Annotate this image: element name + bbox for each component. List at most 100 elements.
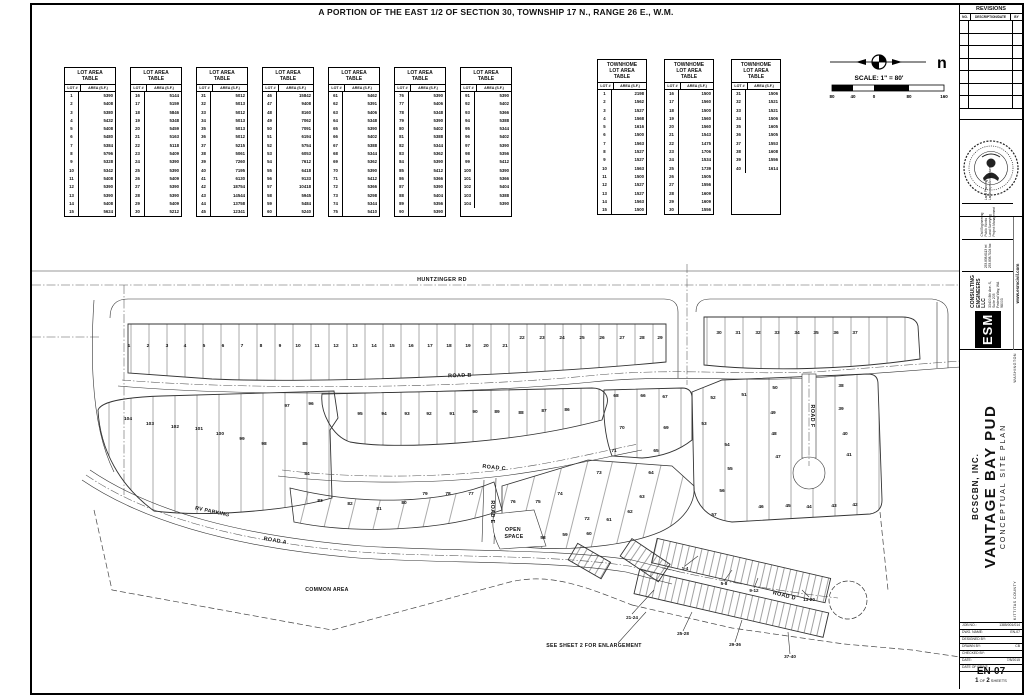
lot-table-header: LOT # AREA (S.F.)	[395, 85, 445, 92]
area-col-header: AREA (S.F.)	[352, 86, 372, 90]
lot-number-cell: 80	[395, 125, 409, 134]
lot-number-cell: 87	[395, 183, 409, 192]
townhome-table-row: 39 1556	[732, 156, 780, 165]
lot-table-row: 60 5240	[263, 208, 313, 217]
lot-number: 54	[724, 442, 730, 448]
lot-area-cell: 1560	[701, 124, 711, 130]
lot-table-row: 4 5432	[65, 116, 115, 126]
lot-table-row: 64 5348	[329, 116, 379, 126]
lot-table-row: 89 5356	[395, 199, 445, 209]
lot-area-cell: 5624	[103, 209, 113, 215]
lot-number: 56	[719, 488, 725, 494]
lot-area-cell: 5408	[103, 175, 113, 181]
townhome-table-row: 11 1500	[598, 172, 646, 182]
lot-number: 17	[427, 343, 433, 349]
lot-area-cell: 1521	[768, 107, 778, 113]
road-f	[792, 373, 826, 490]
lot-area-cell: 1560	[701, 99, 711, 105]
state-label: WASHINGTON	[1013, 353, 1017, 383]
lot-number-cell: 48	[263, 108, 277, 117]
lot-area-cell: 1605	[768, 124, 778, 130]
lot-number: 3	[166, 343, 169, 349]
lot-table-row: 75 5410	[329, 208, 379, 217]
lot-number: 22	[519, 335, 525, 341]
lot-number-cell: 93	[461, 108, 475, 117]
lot-table-row: 92 5402	[461, 100, 511, 109]
lot-area-cell: 5390	[169, 192, 179, 198]
lot-number-cell: 6	[598, 131, 612, 140]
lot-area-cell: 1616	[634, 124, 644, 130]
lot-number-cell: 16	[665, 90, 679, 99]
area-col-header: AREA (S.F.)	[484, 86, 504, 90]
lot-number-cell: 32	[732, 98, 746, 107]
lot-area-cell: 7091	[301, 126, 311, 132]
lot-number: 10	[295, 343, 301, 349]
lot-number: 33	[774, 330, 780, 336]
lot-number: 101	[195, 426, 203, 432]
lot-number: 6	[222, 343, 225, 349]
lot-area-cell: 5391	[367, 101, 377, 107]
lot-area-cell: 1609	[701, 190, 711, 196]
lot-number-cell: 37	[732, 139, 746, 149]
lot-area-cell: 5390	[103, 93, 113, 98]
lot-table-body: 76 5390 77 5406 78 5348	[395, 92, 445, 217]
townhome-range-callout: 29-36	[729, 642, 741, 647]
lot-number-cell: 11	[65, 174, 79, 184]
lot-number-cell: 57	[263, 183, 277, 192]
lot-number-cell: 45	[197, 208, 211, 217]
lot-table-row: 27 5390	[131, 183, 181, 192]
lot-number: 39	[838, 406, 844, 412]
townhome-table-row: 29 1609	[665, 197, 713, 207]
lot-table-row: 85 5412	[395, 166, 445, 175]
townhome-table-row: 37 1553	[732, 139, 780, 149]
lot-table-row: 46 15842	[263, 92, 313, 101]
lot-number-cell: 14	[598, 197, 612, 207]
lot-number-cell: 19	[131, 116, 145, 126]
lot-number-cell: 75	[329, 208, 343, 217]
road-c	[277, 443, 643, 483]
lot-table-row: 82 5344	[395, 141, 445, 151]
seal-figure-bust	[983, 172, 999, 181]
lot-table-row: 3 5380	[65, 108, 115, 117]
lot-number: 35	[813, 330, 819, 336]
lot-number-cell: 98	[461, 150, 475, 159]
lot-table-row: 30 5212	[131, 208, 181, 217]
lot-number-cell: 32	[197, 100, 211, 109]
townhome-lot-area-table: TOWNHOME LOT AREA TABLE LOT # AREA (S.F.…	[597, 59, 647, 216]
lot-number-cell: 18	[131, 108, 145, 117]
lot-number-cell: 1	[598, 90, 612, 99]
lot-area-cell: 5754	[301, 142, 311, 148]
lot-table-row: 54 7612	[263, 158, 313, 167]
lot-number-cell: 38	[197, 150, 211, 159]
lot-table-row: 56 9133	[263, 174, 313, 184]
lot-table-title: LOT AREA TABLE	[263, 68, 313, 85]
townhome-lot-area-table: TOWNHOME LOT AREA TABLE LOT # AREA (S.F.…	[731, 59, 781, 216]
lot-number-cell: 52	[263, 141, 277, 151]
lot-number-cell: 78	[395, 108, 409, 117]
open-space-area	[492, 509, 547, 550]
lot-number-cell: 73	[329, 191, 343, 200]
lot-table-row: 84 5390	[395, 158, 445, 167]
project-subtitle: CONCEPTUAL SITE PLAN	[1000, 423, 1007, 550]
lot-number: 37	[852, 330, 858, 336]
lot-area-cell: 5344	[367, 200, 377, 206]
lot-number: 82	[347, 501, 353, 507]
lot-number: 99	[239, 436, 245, 442]
lot-area-cell: 5408	[103, 126, 113, 132]
lot-area-cell: 9408	[301, 101, 311, 107]
firm-phone-1: 253.838.6113 tel	[983, 244, 988, 269]
lot-table-row: 11 5408	[65, 174, 115, 184]
lot-table-row: 59 5484	[263, 199, 313, 209]
lot-number-cell: 84	[395, 158, 409, 167]
lot-number-cell: 67	[329, 141, 343, 151]
lot-area-cell: 5013	[235, 117, 245, 123]
info-row: CHECKED BY:	[960, 651, 1022, 658]
lot-area-cell: 1500	[634, 207, 644, 213]
lot-area-table: LOT AREA TABLE LOT # AREA (S.F.) 76 5390…	[394, 67, 446, 218]
lot-number-cell: 82	[395, 141, 409, 151]
lot-table-row: 103 5388	[461, 191, 511, 200]
lot-number-cell: 5	[65, 125, 79, 134]
lot-col-header: LOT #	[461, 85, 477, 91]
info-label: CHECKED BY:	[962, 651, 985, 655]
townhome-table-row: 13 1527	[598, 189, 646, 198]
